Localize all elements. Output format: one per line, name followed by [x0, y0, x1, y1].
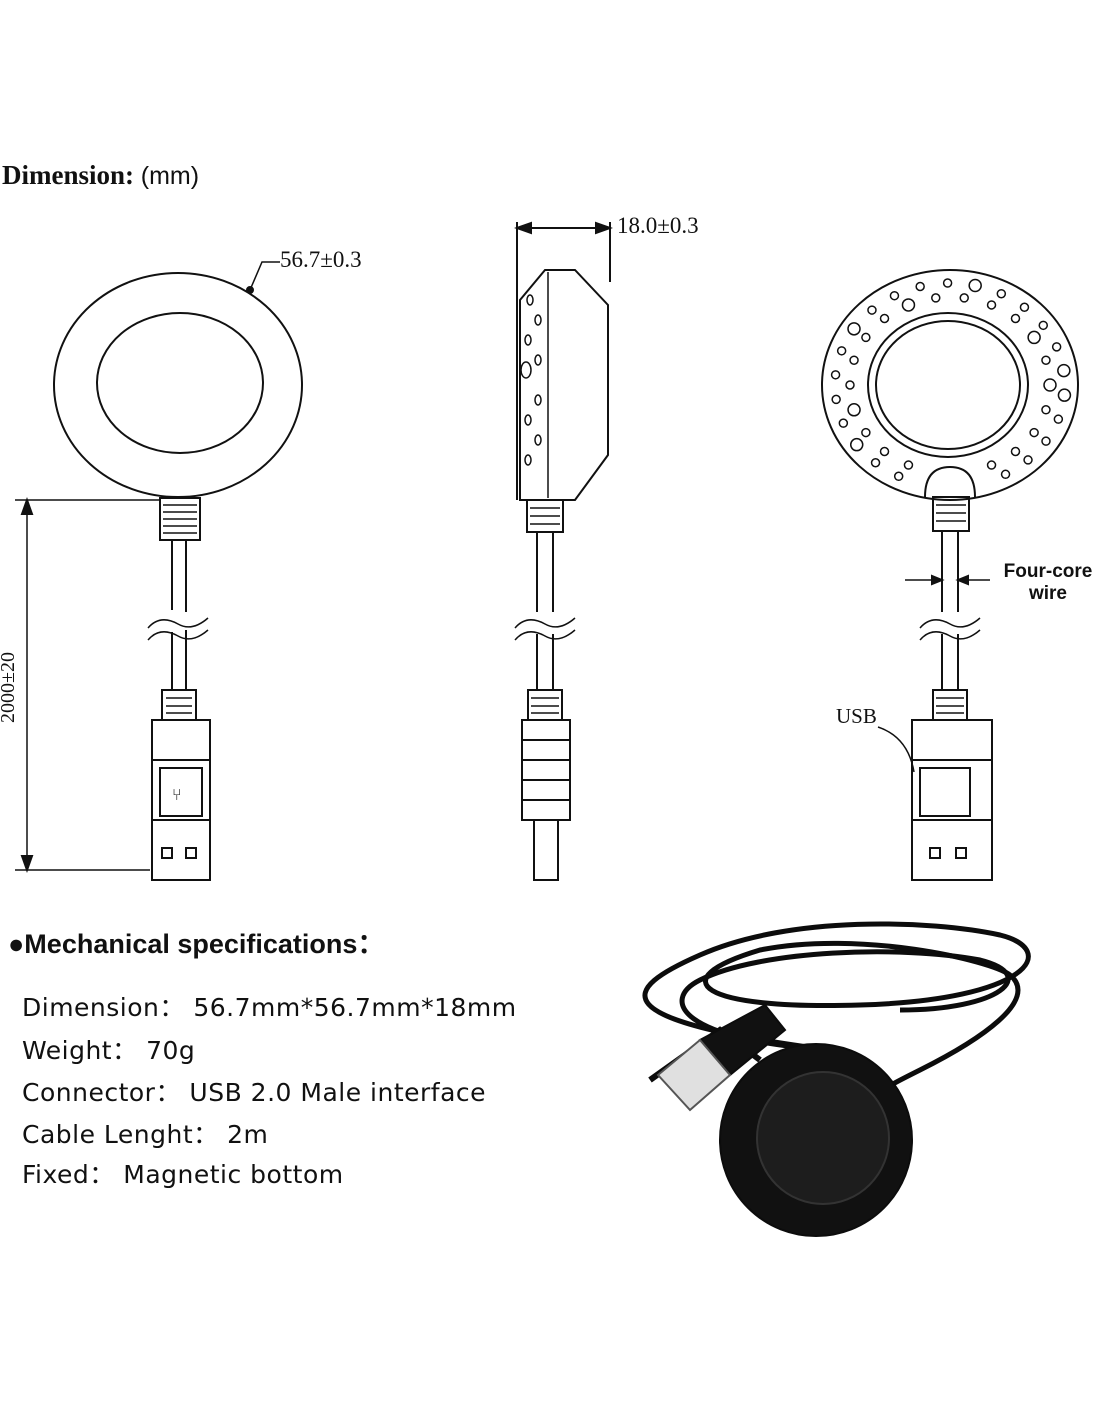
product-photo	[642, 921, 1031, 1237]
vent-hole	[1000, 469, 1011, 480]
dimension-label: Dimension:	[2, 160, 135, 190]
spec-cable-length: Cable Lenght： 2m	[22, 1115, 268, 1151]
vent-hole	[986, 300, 997, 310]
mechanical-specs-title: ●Mechanical specifications：	[8, 929, 385, 959]
vent-hole	[870, 457, 881, 468]
vent-hole	[1023, 455, 1033, 465]
vent-hole	[1041, 405, 1051, 415]
thickness-label: 18.0±0.3	[617, 213, 699, 238]
spec-key: Weight：	[22, 1036, 138, 1065]
spec-key: Cable Lenght：	[22, 1120, 219, 1149]
vent-hole	[931, 293, 941, 303]
vent-hole	[996, 288, 1007, 299]
wire-label-line1: Four-core	[1003, 561, 1093, 582]
bottom-view	[821, 269, 1079, 881]
spec-fixed: Fixed： Magnetic bottom	[22, 1155, 344, 1191]
vent-hole	[1057, 388, 1072, 402]
vent-hole	[867, 305, 877, 315]
vent-hole	[838, 418, 849, 428]
vent-hole	[831, 394, 841, 405]
spec-dimension: Dimension： 56.7mm*56.7mm*18mm	[22, 988, 517, 1024]
vent-hole	[901, 298, 916, 312]
vent-hole	[861, 427, 871, 438]
spec-key: Connector：	[22, 1078, 181, 1107]
vent-hole	[1051, 342, 1062, 352]
top-view: ⑂	[15, 261, 303, 881]
spec-key: Fixed：	[22, 1160, 115, 1189]
vent-hole	[845, 380, 855, 390]
vent-hole	[893, 471, 904, 482]
svg-text:⑂: ⑂	[172, 787, 182, 804]
vent-hole	[830, 370, 841, 380]
spec-value: USB 2.0 Male interface	[189, 1078, 487, 1107]
side-view	[514, 221, 613, 881]
cable-length-label: 2000±20	[0, 652, 19, 723]
spec-key: Dimension：	[22, 993, 185, 1022]
four-core-wire-label: Four-core wire	[993, 561, 1100, 605]
vent-hole	[1029, 427, 1039, 438]
vent-hole	[1041, 436, 1051, 446]
dimension-unit: (mm)	[140, 162, 200, 190]
vent-hole	[986, 460, 997, 470]
vent-hole	[849, 437, 864, 452]
vent-hole	[847, 322, 861, 336]
dimension-heading: Dimension: (mm)	[2, 160, 199, 191]
spec-connector: Connector： USB 2.0 Male interface	[22, 1073, 486, 1109]
vent-hole	[1043, 378, 1057, 392]
spec-value: 2m	[227, 1120, 269, 1149]
vent-hole	[1019, 302, 1030, 313]
vent-hole	[1010, 313, 1021, 324]
spec-value: Magnetic bottom	[123, 1160, 344, 1189]
diameter-label: 56.7±0.3	[280, 247, 362, 272]
spec-value: 70g	[146, 1036, 196, 1065]
vent-hole	[849, 355, 859, 365]
vent-hole	[847, 403, 861, 417]
vent-hole	[1057, 363, 1071, 378]
vent-hole	[889, 290, 900, 301]
spec-weight: Weight： 70g	[22, 1031, 195, 1067]
vent-hole	[1053, 414, 1064, 424]
vent-hole	[1038, 320, 1049, 331]
vent-hole	[1041, 355, 1051, 365]
vent-hole	[836, 346, 847, 356]
vent-hole	[1027, 330, 1041, 345]
vent-hole	[959, 293, 969, 303]
vent-hole	[861, 332, 871, 343]
wire-label-line2: wire	[1028, 583, 1068, 604]
spec-value: 56.7mm*56.7mm*18mm	[193, 993, 517, 1022]
usb-label: USB	[836, 704, 877, 728]
vent-hole	[903, 460, 914, 470]
vent-hole	[879, 446, 890, 457]
vent-hole	[968, 278, 982, 293]
vent-hole	[1010, 446, 1021, 457]
vent-hole	[942, 278, 953, 288]
vent-hole	[915, 281, 925, 292]
vent-hole	[879, 313, 890, 324]
